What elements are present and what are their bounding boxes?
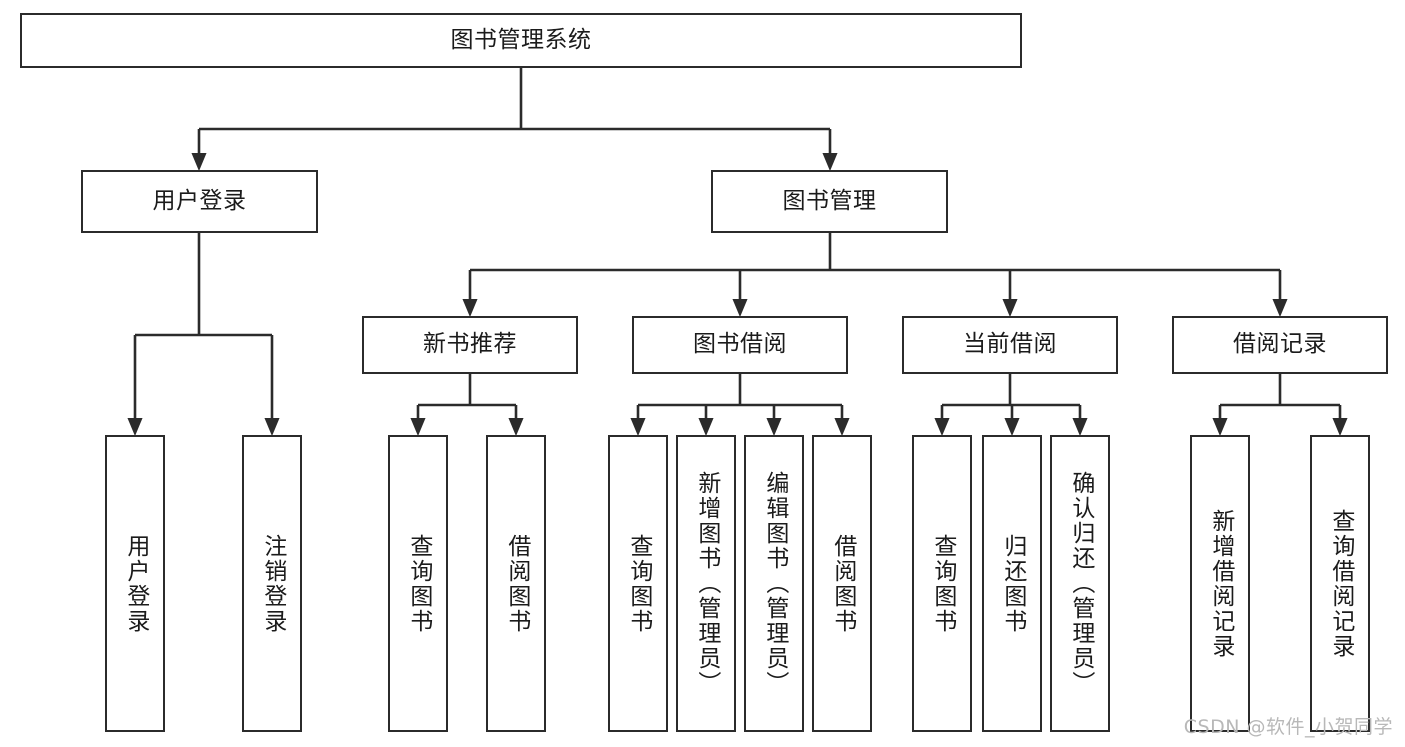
edges-records-to-leaves xyxy=(1212,374,1348,437)
edges-borrow-to-leaves xyxy=(630,374,850,437)
leaf-borrow-book-newbook[interactable]: 借阅图书 xyxy=(486,435,546,732)
leaf-user-login-label: 用户登录 xyxy=(122,533,149,634)
leaf-return-book-label: 归还图书 xyxy=(999,533,1026,634)
node-borrow-records[interactable]: 借阅记录 xyxy=(1172,316,1388,374)
leaf-query-borrow-record-label: 查询借阅记录 xyxy=(1327,508,1354,659)
node-book-management-label: 图书管理 xyxy=(782,187,877,214)
edges-current-to-leaves xyxy=(934,374,1088,437)
leaf-add-book-admin[interactable]: 新增图书（管理员） xyxy=(676,435,736,732)
leaf-query-book-borrow[interactable]: 查询图书 xyxy=(608,435,668,732)
node-user-login[interactable]: 用户登录 xyxy=(81,170,318,233)
leaf-user-login[interactable]: 用户登录 xyxy=(105,435,165,732)
node-new-book-recommend[interactable]: 新书推荐 xyxy=(362,316,578,374)
leaf-borrow-book[interactable]: 借阅图书 xyxy=(812,435,872,732)
leaf-borrow-book-newbook-label: 借阅图书 xyxy=(503,533,530,634)
node-user-login-label: 用户登录 xyxy=(152,187,247,214)
leaf-confirm-return-admin-label: 确认归还（管理员） xyxy=(1067,471,1094,696)
leaf-add-borrow-record[interactable]: 新增借阅记录 xyxy=(1190,435,1250,732)
leaf-logout-label: 注销登录 xyxy=(259,533,286,634)
leaf-logout[interactable]: 注销登录 xyxy=(242,435,302,732)
leaf-borrow-book-label: 借阅图书 xyxy=(829,533,856,634)
leaf-query-book-current-label: 查询图书 xyxy=(929,533,956,634)
leaf-query-book-newbook-label: 查询图书 xyxy=(405,533,432,634)
node-root[interactable]: 图书管理系统 xyxy=(20,13,1022,68)
leaf-return-book[interactable]: 归还图书 xyxy=(982,435,1042,732)
node-book-management[interactable]: 图书管理 xyxy=(711,170,948,233)
leaf-query-book-borrow-label: 查询图书 xyxy=(625,533,652,634)
node-current-borrow-label: 当前借阅 xyxy=(963,331,1057,358)
edges-root-to-level2 xyxy=(191,68,838,172)
edges-userlogin-to-leaves xyxy=(127,233,280,437)
leaf-add-book-admin-label: 新增图书（管理员） xyxy=(693,471,720,696)
node-current-borrow[interactable]: 当前借阅 xyxy=(902,316,1118,374)
node-new-book-recommend-label: 新书推荐 xyxy=(423,331,517,358)
edges-newbook-to-leaves xyxy=(410,374,524,437)
leaf-query-book-current[interactable]: 查询图书 xyxy=(912,435,972,732)
edges-bookmgmt-to-level3 xyxy=(462,233,1288,318)
leaf-edit-book-admin[interactable]: 编辑图书（管理员） xyxy=(744,435,804,732)
node-borrow-records-label: 借阅记录 xyxy=(1233,331,1327,358)
leaf-confirm-return-admin[interactable]: 确认归还（管理员） xyxy=(1050,435,1110,732)
leaf-query-borrow-record[interactable]: 查询借阅记录 xyxy=(1310,435,1370,732)
leaf-query-book-newbook[interactable]: 查询图书 xyxy=(388,435,448,732)
leaf-edit-book-admin-label: 编辑图书（管理员） xyxy=(761,471,788,696)
node-book-borrow[interactable]: 图书借阅 xyxy=(632,316,848,374)
node-root-label: 图书管理系统 xyxy=(450,26,592,53)
node-book-borrow-label: 图书借阅 xyxy=(693,331,787,358)
leaf-add-borrow-record-label: 新增借阅记录 xyxy=(1207,508,1234,659)
